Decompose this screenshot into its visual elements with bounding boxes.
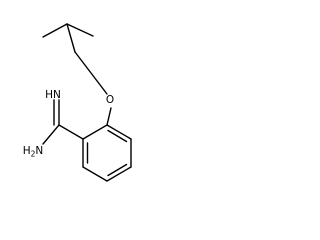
ring-bond-3 (106, 166, 132, 182)
ring-double-bond-b (107, 163, 128, 177)
chemical-structure-diagram: O HN H2N (23, 23, 132, 182)
benzene-ring (82, 124, 132, 182)
ring-bond-6 (82, 124, 108, 140)
ring-bond-1 (106, 124, 132, 140)
amine-n-symbol: N (35, 145, 43, 157)
amine-h-symbol: H (23, 145, 31, 157)
imine-nh-label: HN (45, 89, 61, 101)
ring-double-bond-a (107, 129, 128, 143)
isobutyl-chain (42, 23, 108, 95)
bond-o-ring (106, 107, 112, 126)
amine-subscript: 2 (31, 150, 36, 159)
bond-ch-ch2 (66, 23, 76, 53)
bond-ring-amidine-carbon (58, 124, 84, 140)
amidine-group (42, 99, 84, 145)
bond-ch2-o (74, 51, 108, 95)
oxygen-atom-label: O (106, 94, 114, 106)
bond-methyl-left (42, 23, 68, 38)
amine-nh2-label: H2N (23, 145, 44, 159)
bond-methyl-right (66, 23, 94, 37)
ring-bond-4 (82, 166, 108, 182)
bond-c-nh2 (42, 124, 60, 145)
